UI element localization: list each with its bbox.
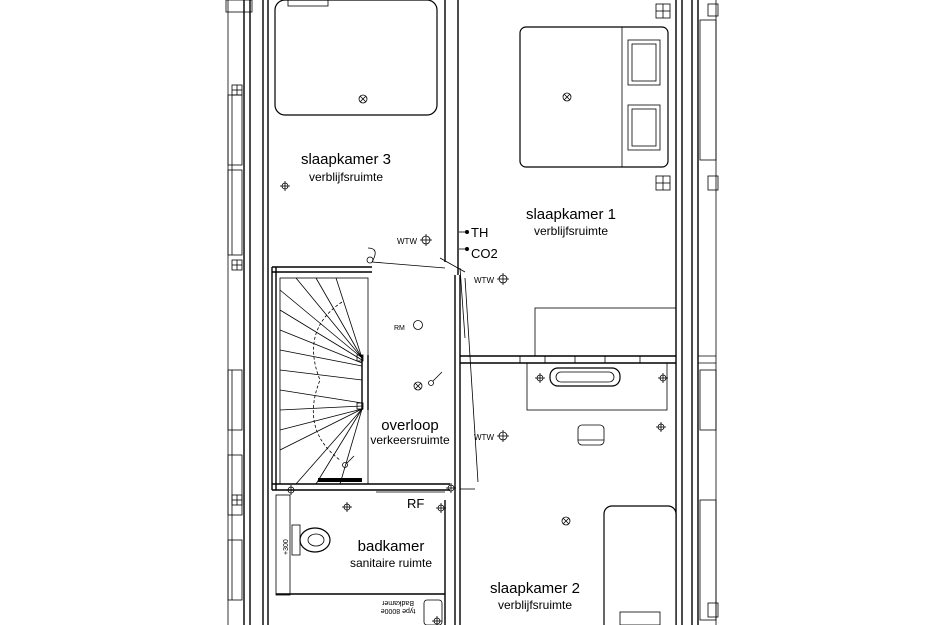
toilet-icon	[291, 524, 331, 556]
wardrobe	[534, 307, 677, 357]
smoke-detector-label: RM	[394, 325, 405, 332]
room-overloop: RM overloop verkeersruimte RF	[271, 247, 479, 513]
room-name-slaapkamer-2: slaapkamer 2	[490, 580, 580, 597]
bath-label-line2: type 8000e	[381, 607, 416, 614]
ceiling-light-icon	[358, 94, 368, 104]
room-type-slaapkamer-1: verblijfsruimte	[534, 224, 608, 238]
wtw-label-2: WTW	[474, 276, 494, 285]
staircase	[279, 277, 369, 485]
pillow	[627, 39, 661, 86]
socket-icon	[286, 485, 296, 495]
room-type-badkamer: sanitaire ruimte	[350, 556, 432, 570]
room-name-badkamer: badkamer	[358, 538, 425, 555]
socket-icon	[535, 373, 668, 432]
room-type-slaapkamer-2: verblijfsruimte	[498, 598, 572, 612]
ceiling-light-icon	[562, 92, 572, 102]
wtw-vent-icon	[497, 273, 509, 285]
bed	[519, 26, 669, 168]
toilet-height-label: +300	[283, 539, 290, 555]
socket-icon	[432, 616, 442, 625]
co2-sensor-label: CO2	[471, 246, 498, 261]
room-badkamer: +300 badkamer sanitaire ruimte Badkamer …	[275, 494, 445, 625]
room-slaapkamer-3: slaapkamer 3 verblijfsruimte WTW	[274, 0, 438, 246]
rf-label: RF	[407, 496, 424, 511]
wtw-vent-icon	[497, 430, 509, 442]
pillow	[287, 0, 329, 7]
room-slaapkamer-2: WTW slaapkamer 2 verblijfsruimte	[474, 362, 677, 625]
room-name-overloop: overloop	[381, 417, 439, 434]
socket-icon	[280, 181, 290, 191]
socket-icon	[342, 483, 456, 513]
wtw-label-1: WTW	[397, 237, 417, 246]
thermostat-label: TH	[471, 225, 488, 240]
ceiling-light-icon	[561, 516, 571, 526]
ceiling-light-icon	[413, 381, 423, 391]
room-name-slaapkamer-1: slaapkamer 1	[526, 206, 616, 223]
room-slaapkamer-1: slaapkamer 1 verblijfsruimte TH CO2 WTW	[459, 26, 677, 357]
pillow	[627, 104, 661, 151]
room-type-overloop: verkeersruimte	[370, 433, 450, 447]
door-swing	[366, 247, 479, 493]
bed	[274, 0, 438, 116]
switch-icon	[342, 371, 443, 468]
desk	[526, 362, 668, 411]
room-name-slaapkamer-3: slaapkamer 3	[301, 151, 391, 168]
desk-chair	[577, 424, 605, 446]
room-type-slaapkamer-3: verblijfsruimte	[309, 170, 383, 184]
smoke-detector-icon	[413, 320, 423, 330]
monitor	[549, 367, 621, 387]
left-facade	[225, 0, 269, 625]
wtw-label-3: WTW	[474, 433, 494, 442]
sink	[423, 599, 443, 625]
bed	[603, 505, 677, 625]
bath-label-line1: Badkamer	[381, 599, 414, 606]
wtw-vent-icon	[420, 234, 432, 246]
